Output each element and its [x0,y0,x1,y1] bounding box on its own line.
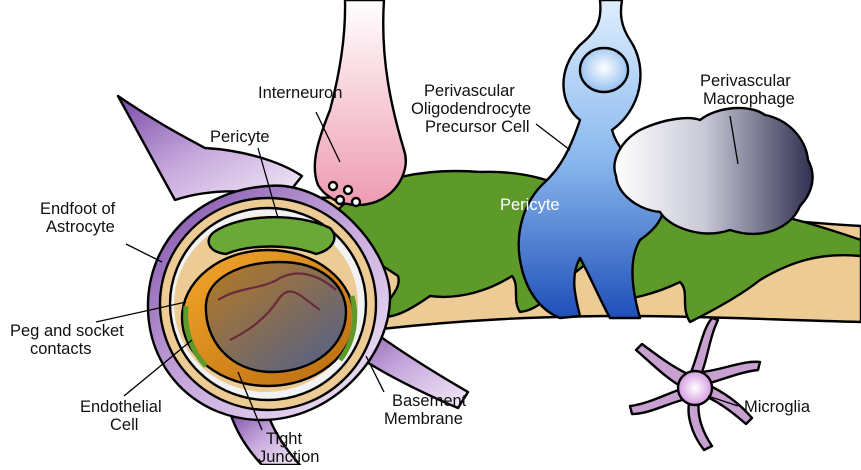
label-pericyte-left: Pericyte [210,128,270,146]
label-basement-line2: Membrane [384,410,463,428]
label-interneuron: Interneuron [258,84,342,102]
label-basement-line1: Basement [392,392,467,410]
microglia-cell [630,318,760,450]
label-microglia: Microglia [744,398,811,416]
astrocyte-process [118,96,302,200]
opc-soma [580,48,628,92]
label-endfoot-line1: Endfoot of [40,200,116,218]
synaptic-vesicle [344,186,352,194]
capillary-lumen [206,262,346,372]
label-opc-line3: Precursor Cell [425,118,530,136]
synaptic-vesicle [336,196,344,204]
label-endothelial-line2: Cell [110,416,138,434]
label-macrophage-line1: Perivascular [700,72,791,90]
label-peg-line2: contacts [30,340,91,358]
label-opc-line1: Perivascular [424,82,515,100]
synaptic-vesicle [352,198,360,206]
label-endothelial-line1: Endothelial [80,398,162,416]
label-peg-line1: Peg and socket [10,322,124,340]
label-endfoot-line2: Astrocyte [46,218,115,236]
leader-endfoot [126,244,162,262]
label-opc-line2: Oligodendrocyte [411,100,531,118]
label-tight-line1: Tight [266,430,302,448]
label-macrophage-line2: Macrophage [703,90,795,108]
label-pericyte-right: Pericyte [500,196,560,214]
leader-opc [536,124,570,150]
label-tight-line2: Junction [258,448,319,465]
synaptic-vesicle [329,182,337,190]
interneuron-cell [315,0,406,205]
